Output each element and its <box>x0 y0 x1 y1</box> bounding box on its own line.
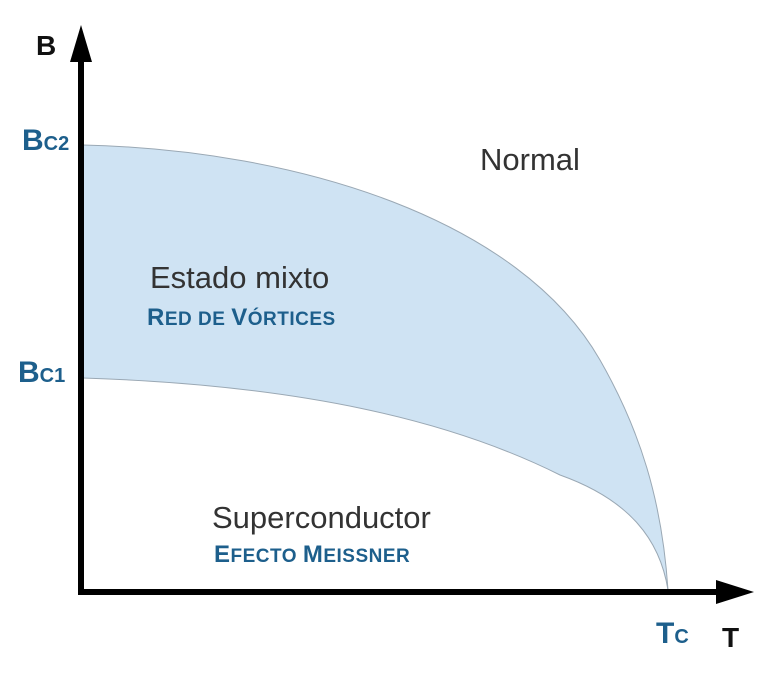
meissner-effect-label: EFECTO MEISSNER <box>214 541 411 568</box>
mixed-state-label: Estado mixto <box>150 260 330 295</box>
superconductor-label: Superconductor <box>212 500 431 535</box>
mixed-state-region <box>83 145 668 590</box>
y-axis-label: B <box>36 30 57 61</box>
y-axis-arrow <box>70 25 92 62</box>
bc2-curve <box>82 144 669 591</box>
bc1-tick-label: BC1 <box>18 356 66 389</box>
normal-region-label: Normal <box>480 142 580 177</box>
x-axis-label: T <box>722 622 740 653</box>
bc1-curve <box>82 377 669 591</box>
vortex-lattice-label: RED DE VÓRTICES <box>147 304 336 331</box>
x-axis-arrow <box>716 580 754 604</box>
tc-tick-label: TC <box>656 617 689 650</box>
bc2-tick-label: BC2 <box>22 124 70 157</box>
